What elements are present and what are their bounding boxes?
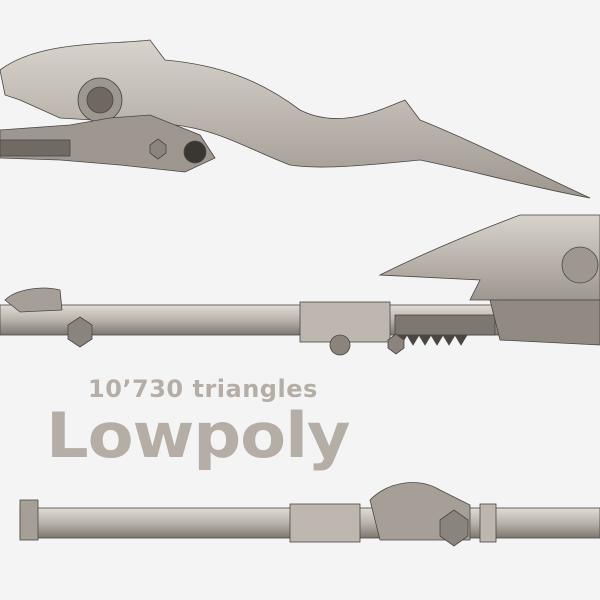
title-lowpoly: Lowpoly <box>46 399 351 472</box>
pole-bottom <box>19 482 600 547</box>
blade-head-top <box>0 39 591 199</box>
pole-middle <box>0 214 600 356</box>
triangle-count: 10’730 triangles <box>88 375 318 403</box>
